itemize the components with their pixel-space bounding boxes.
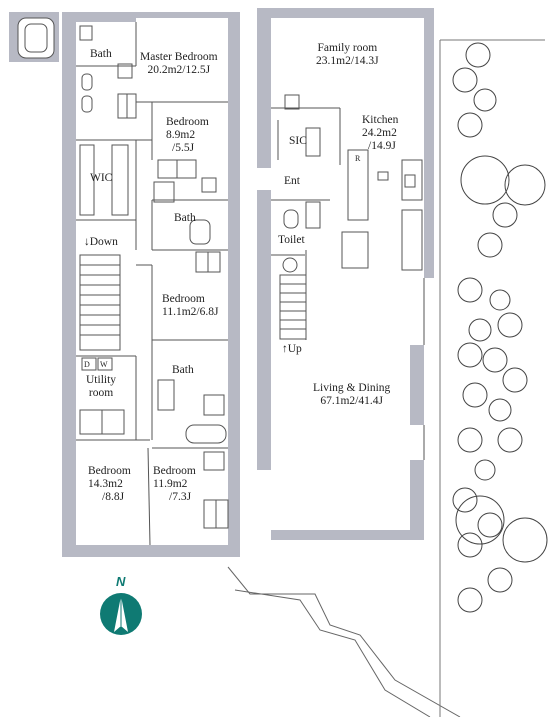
stair-treads-right: [280, 283, 306, 330]
master-bedroom-name: Master Bedroom: [140, 51, 218, 63]
master-bedroom-label: Master Bedroom 20.2m2/12.5J: [140, 51, 218, 77]
family-room-label: Family room 23.1m2/14.3J: [316, 42, 379, 68]
north-compass: [100, 593, 142, 635]
toilet-label: Toilet: [278, 234, 305, 246]
living-dining-name: Living & Dining: [313, 382, 391, 394]
stairs-up-label: ↑Up: [282, 343, 302, 355]
bedroom-d-label: Bedroom 11.9m2 /7.3J: [153, 465, 196, 504]
stairs-down-label: ↓Down: [84, 236, 118, 248]
site-boundary: [439, 39, 545, 717]
utility-room-label: Utility room: [86, 374, 116, 400]
compass-north-label: N: [116, 574, 126, 589]
right-unit-walls: [257, 8, 434, 540]
bedroom-a-name: Bedroom: [166, 116, 209, 128]
bedroom-a-area-j: /5.5J: [172, 142, 195, 154]
bedroom-b-area: 11.1m2/6.8J: [162, 306, 219, 318]
utility-name-1: Utility: [86, 374, 117, 386]
fridge-label: R: [355, 154, 361, 163]
bedroom-d-area-j: /7.3J: [169, 491, 192, 503]
bedroom-c-area-m2: 14.3m2: [88, 478, 123, 490]
dryer-label: W: [100, 360, 108, 369]
entrance-label: Ent: [284, 175, 300, 187]
kitchen-label: Kitchen 24.2m2 /14.9J: [362, 114, 398, 153]
bedroom-d-area-m2: 11.9m2: [153, 478, 188, 490]
terrace-outline: [227, 566, 461, 717]
left-unit-walls: [9, 12, 240, 557]
family-room-area: 23.1m2/14.3J: [316, 55, 379, 67]
bedroom-a-area-m2: 8.9m2: [166, 129, 196, 141]
left-unit-interior: [76, 22, 229, 546]
living-dining-label: Living & Dining 67.1m2/41.4J: [313, 382, 390, 408]
wic-label: WIC: [90, 172, 113, 184]
right-unit-interior: [271, 94, 425, 460]
master-bedroom-area: 20.2m2/12.5J: [147, 64, 211, 76]
living-dining-area: 67.1m2/41.4J: [320, 395, 383, 407]
kitchen-area-m2: 24.2m2: [362, 127, 397, 139]
bedroom-c-label: Bedroom 14.3m2 /8.8J: [88, 465, 131, 504]
bedroom-c-area-j: /8.8J: [102, 491, 125, 503]
washer-label: D: [84, 360, 90, 369]
bedroom-d-name: Bedroom: [153, 465, 196, 477]
bath-low-label: Bath: [172, 364, 194, 376]
kitchen-area-j: /14.9J: [368, 140, 396, 152]
utility-name-2: room: [88, 387, 114, 399]
landscaping-trees: [452, 42, 548, 613]
stair-treads-left: [80, 264, 120, 336]
bedroom-b-label: Bedroom 11.1m2/6.8J: [162, 293, 218, 319]
bedroom-b-name: Bedroom: [162, 293, 205, 305]
bath-mid-label: Bath: [174, 212, 196, 224]
bedroom-c-name: Bedroom: [88, 465, 131, 477]
sic-label: SIC: [289, 135, 307, 147]
bath-top-label: Bath: [90, 48, 112, 60]
kitchen-name: Kitchen: [362, 114, 399, 126]
bedroom-a-label: Bedroom 8.9m2 /5.5J: [166, 116, 209, 155]
family-room-name: Family room: [317, 42, 378, 54]
